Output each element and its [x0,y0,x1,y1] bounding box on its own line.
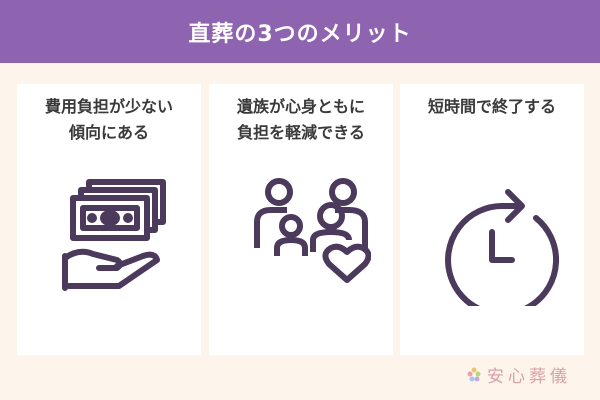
logo: 安心葬儀 [467,362,571,387]
card-title-line1: 費用負担が少ない [44,97,173,116]
card-title-line2: 負担を軽減できる [237,123,365,142]
page-title: 直葬の3つのメリット [0,0,600,63]
card-title-line1: 遺族が心身ともに [236,97,365,116]
merit-card-cost: 費用負担が少ない傾向にある [17,84,201,355]
clock-arrow-icon [445,189,560,306]
merit-card-family: 遺族が心身ともに負担を軽減できる [209,84,393,355]
merit-card-time: 短時間で終了する [400,84,584,355]
flower-icon [467,367,481,381]
card-title-line1: 短時間で終了する [427,97,556,116]
card-title-line2: 傾向にある [68,123,149,142]
family-heart-icon [254,178,371,283]
logo-text: 安心葬儀 [487,367,571,387]
money-hand-icon [62,179,166,291]
